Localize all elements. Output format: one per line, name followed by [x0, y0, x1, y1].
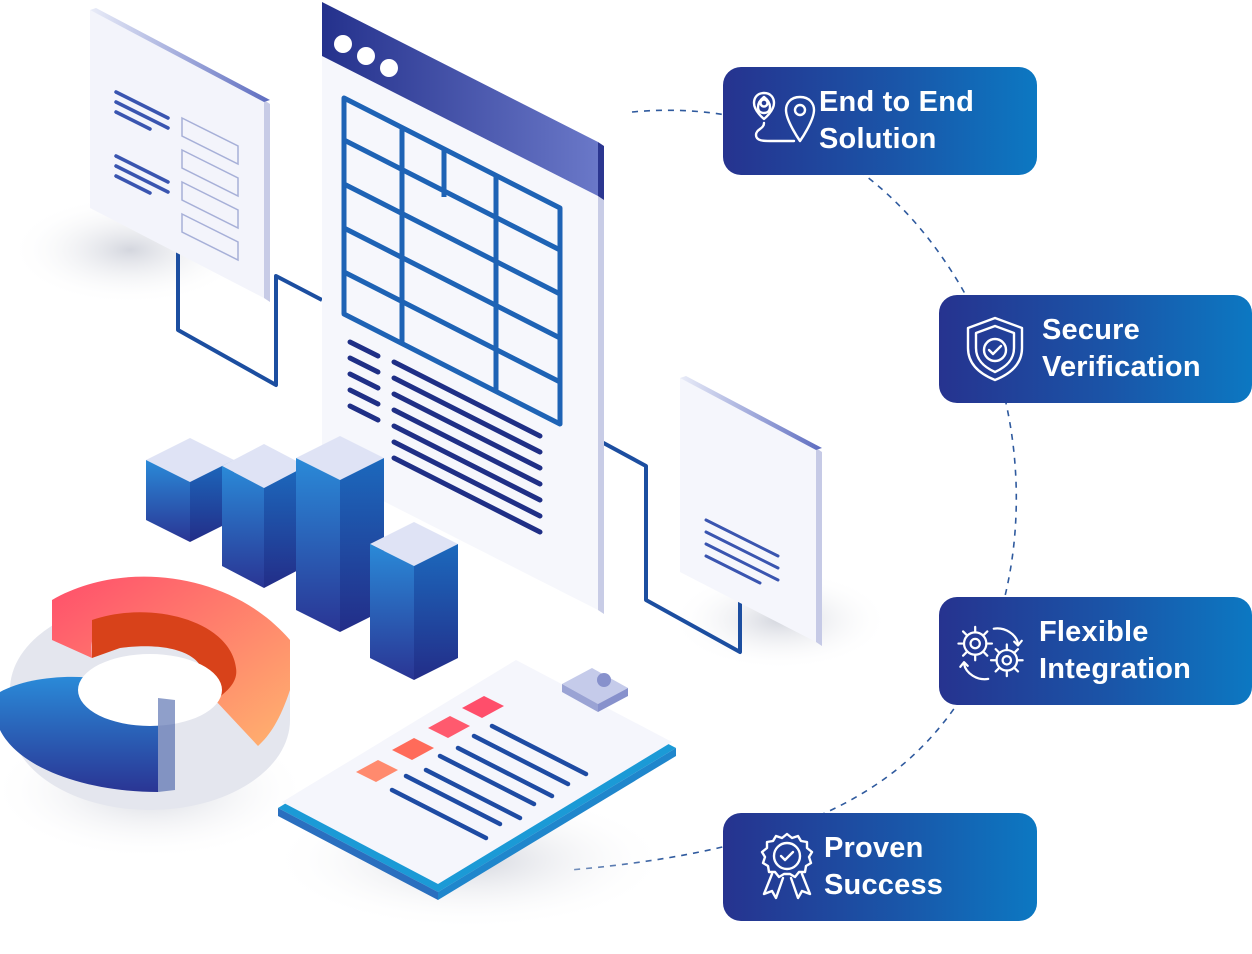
feature-title-line2: Solution	[819, 123, 937, 155]
feature-card-secure-verification: Secure Verification	[939, 295, 1252, 403]
clipboard-clip	[562, 668, 628, 712]
feature-card-proven-success: Proven Success	[723, 813, 1037, 921]
feature-title-line1: End to End	[819, 86, 975, 118]
feature-title-line2: Verification	[1042, 351, 1201, 383]
clipboard	[278, 660, 676, 900]
feature-card-end-to-end-solution: End to End Solution	[723, 67, 1037, 175]
report-panel	[680, 376, 822, 646]
feature-label: End to End Solution	[819, 84, 974, 158]
connector-line-left	[176, 252, 323, 387]
bar-chart-3d	[146, 436, 458, 680]
feature-label: Secure Verification	[1042, 312, 1201, 386]
document-window	[322, 2, 604, 614]
feature-title-line1: Proven	[824, 832, 924, 864]
award-badge-icon	[747, 832, 827, 902]
connector-line-right	[597, 438, 742, 654]
feature-card-flexible-integration: Flexible Integration	[939, 597, 1252, 705]
feature-label: Flexible Integration	[1039, 614, 1191, 688]
feature-title-line1: Secure	[1042, 314, 1140, 346]
shield-check-icon	[955, 314, 1035, 384]
form-panel	[90, 8, 270, 302]
route-pin-icon	[745, 86, 825, 156]
feature-label: Proven Success	[824, 830, 943, 904]
gears-icon	[951, 616, 1031, 686]
feature-title-line2: Integration	[1039, 653, 1192, 685]
feature-title-line1: Flexible	[1039, 616, 1149, 648]
donut-chart-3d	[0, 576, 290, 810]
feature-title-line2: Success	[824, 869, 944, 901]
